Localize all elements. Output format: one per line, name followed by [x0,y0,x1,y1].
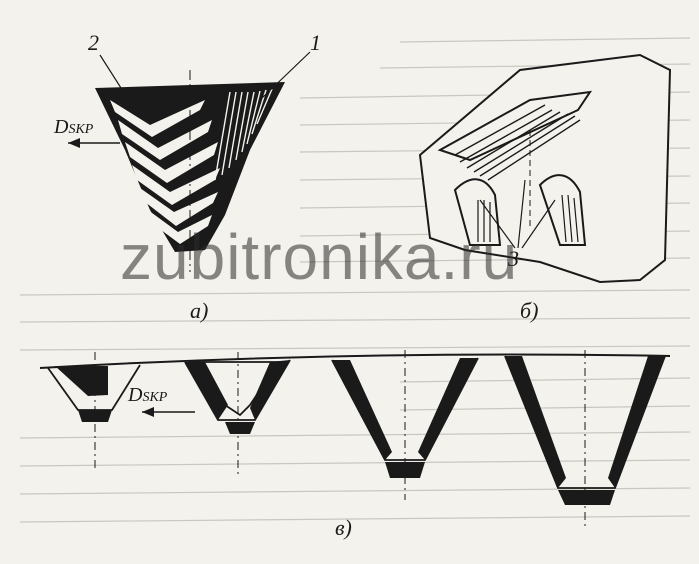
label-2: 2 [88,30,99,55]
feed-label-c-main: D [128,384,143,406]
caption-a: а) [190,298,209,323]
label-1: 1 [310,30,321,55]
feed-label-a-sub: SKP [68,122,94,137]
feed-arrowhead-a [68,138,80,148]
profile-c1 [47,352,141,470]
profile-c4 [504,350,666,530]
block-b-body [418,53,672,284]
hatch-a [214,88,273,181]
diagram-c [39,350,671,530]
profile-c2 [184,352,291,475]
leader-1 [261,51,311,99]
caption-b: б) [520,298,539,323]
caption-c: в) [335,515,352,540]
feed-label-a-main: D [54,116,69,138]
label-3: 3 [508,246,519,271]
profile-c3 [331,350,479,500]
watermark-text: zubitronika.ru [120,221,519,293]
diagram-b [418,53,672,284]
hatch-b [454,104,581,181]
feed-label-c: DSKP [128,384,167,407]
feed-label-c-sub: SKP [142,390,168,405]
diagram-a [68,51,311,272]
feed-label-a: DSKP [54,116,93,139]
leader-2 [99,54,136,111]
chip-layers-a [110,100,220,244]
